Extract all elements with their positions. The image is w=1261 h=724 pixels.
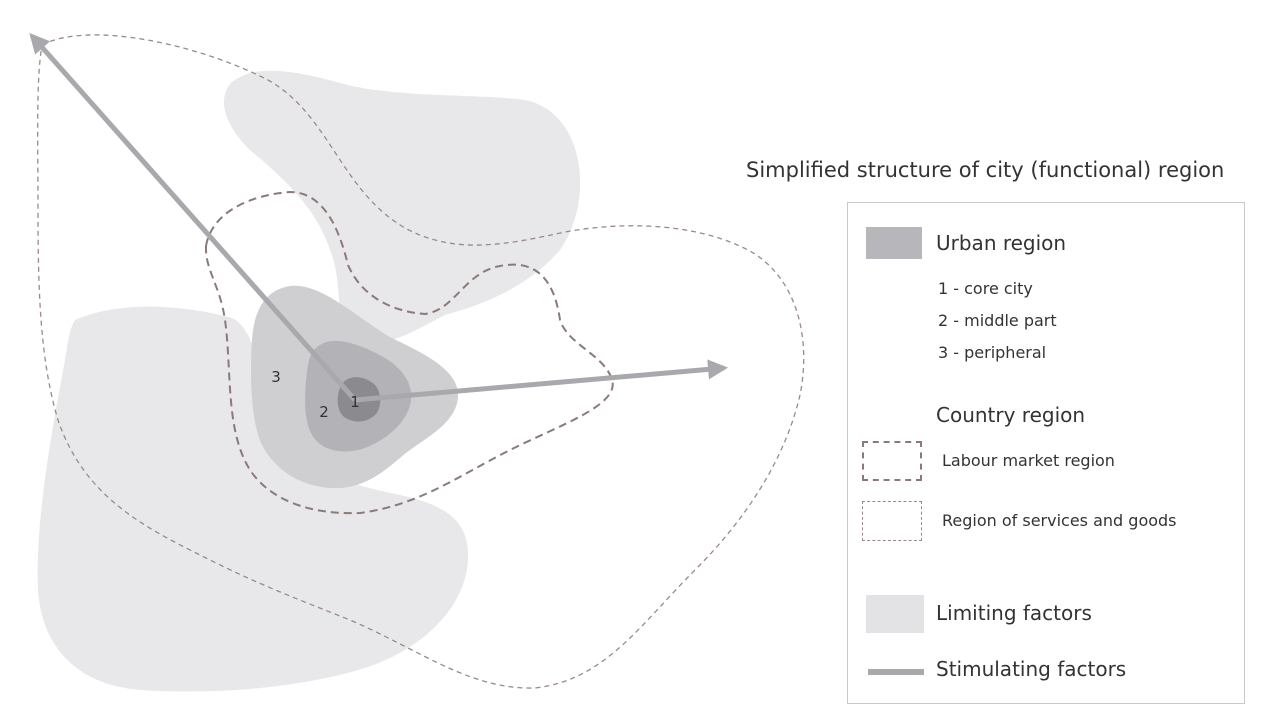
stimulating-factor-arrow-northwest	[29, 33, 357, 402]
region-of-services-and-goods-boundary	[37, 34, 805, 689]
legend: Urban region 1 - core city 2 - middle pa…	[847, 202, 1245, 704]
legend-title: Simplified structure of city (functional…	[746, 158, 1225, 182]
services-goods-symbol	[862, 501, 922, 541]
legend-services-goods: Region of services and goods	[942, 511, 1177, 530]
legend-stimulating-factors: Stimulating factors	[936, 657, 1127, 681]
legend-zone-middle: 2 - middle part	[938, 311, 1057, 330]
limiting-factor-area-north	[223, 70, 581, 343]
stimulating-factor-arrow-east	[354, 359, 728, 403]
legend-labour-market: Labour market region	[942, 451, 1115, 470]
legend-limiting-factors: Limiting factors	[936, 601, 1092, 625]
limiting-factor-area-southwest	[37, 306, 469, 692]
stimulating-factors-symbol	[868, 669, 924, 675]
legend-country-region: Country region	[936, 403, 1086, 427]
legend-urban-region: Urban region	[936, 231, 1067, 255]
legend-zone-core: 1 - core city	[938, 279, 1033, 298]
zone-label-core: 1	[350, 393, 360, 411]
zone-label-peripheral: 3	[271, 368, 281, 386]
limiting-factors-symbol	[866, 595, 924, 633]
labour-market-symbol	[862, 441, 922, 481]
legend-zone-peripheral: 3 - peripheral	[938, 343, 1047, 362]
urban-region-symbol	[866, 227, 922, 259]
labour-market-region-boundary	[204, 190, 614, 515]
zone-label-middle: 2	[319, 403, 329, 421]
